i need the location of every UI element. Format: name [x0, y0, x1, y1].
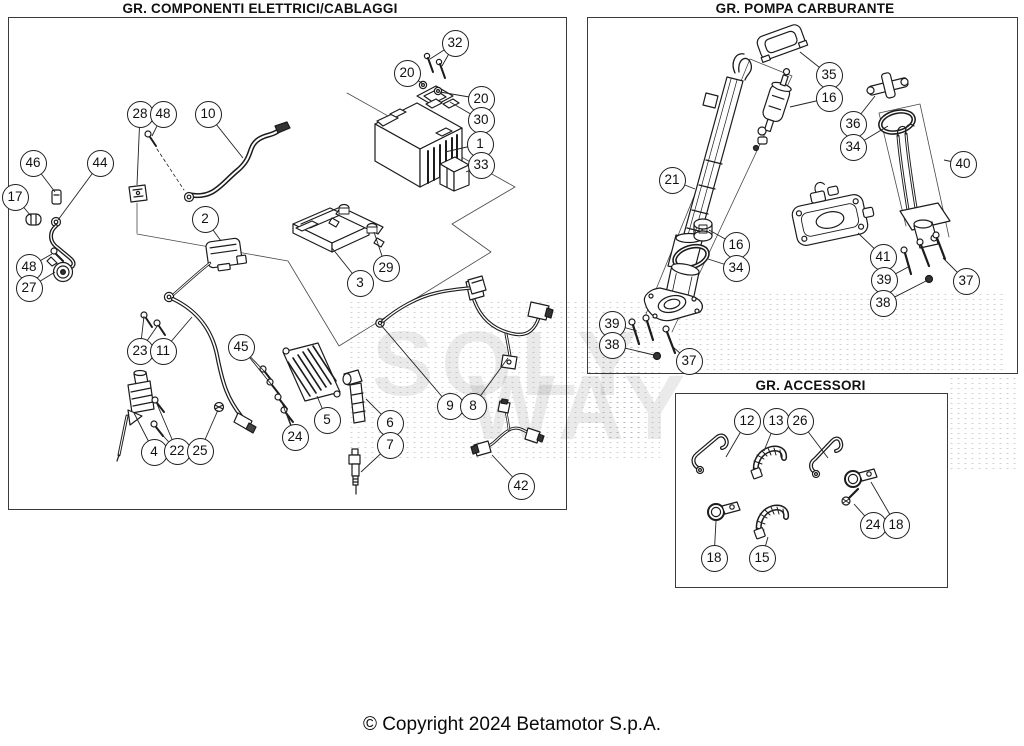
- callout-pompa-21: 21: [658, 166, 686, 194]
- callout-elettrici-3: 3: [346, 269, 374, 297]
- callout-elettrici-45: 45: [227, 333, 255, 361]
- callout-elettrici-20: 20: [393, 59, 421, 87]
- callout-elettrici-28: 28: [126, 100, 154, 128]
- negative-cable-11: [163, 291, 257, 434]
- bracket-12: [691, 433, 729, 475]
- callout-pompa-41: 41: [869, 243, 897, 271]
- halftone-patch: [948, 376, 1016, 472]
- callout-pompa-37: 37: [675, 347, 703, 375]
- spring-15: [753, 504, 790, 540]
- screws-22: [150, 396, 165, 437]
- screws-bottomleft-group: [628, 314, 677, 361]
- clamp-18-right: [844, 468, 878, 488]
- callout-elettrici-5: 5: [313, 406, 341, 434]
- callout-pompa-38: 38: [869, 289, 897, 317]
- bracket-29: [328, 203, 385, 248]
- sensor-cable-9: [375, 275, 487, 328]
- panel-elettrici-title: GR. COMPONENTI ELETTRICI/CABLAGGI: [122, 1, 398, 16]
- filter-clamp: [752, 126, 768, 152]
- oring-34-upper: [878, 109, 916, 135]
- callout-pompa-39: 39: [598, 310, 626, 338]
- callout-elettrici-48: 48: [149, 100, 177, 128]
- callout-accessori-26: 26: [786, 407, 814, 435]
- callout-elettrici-8: 8: [459, 392, 487, 420]
- pump-cover-35: [756, 24, 809, 64]
- pump-flange: [643, 287, 703, 322]
- callout-pompa-16: 16: [722, 231, 750, 259]
- callout-elettrici-25: 25: [186, 437, 214, 465]
- screw-24-accessori: [841, 487, 860, 506]
- relay-33: [439, 156, 470, 192]
- callout-pompa-38: 38: [598, 331, 626, 359]
- panel-accessori-title: GR. ACCESSORI: [755, 378, 866, 393]
- callout-elettrici-23: 23: [126, 337, 154, 365]
- spring-13: [750, 445, 788, 480]
- halftone-patch: [676, 292, 1006, 370]
- callout-pompa-39: 39: [870, 266, 898, 294]
- callout-elettrici-30: 30: [467, 106, 495, 134]
- callout-elettrici-46: 46: [19, 149, 47, 177]
- screws-32: [423, 52, 446, 79]
- callout-accessori-18: 18: [700, 544, 728, 572]
- callout-elettrici-42: 42: [507, 472, 535, 500]
- callout-elettrici-7: 7: [376, 431, 404, 459]
- callout-elettrici-22: 22: [163, 437, 191, 465]
- panel-pompa-box: [587, 17, 1018, 374]
- coil-stick-6: [342, 369, 366, 424]
- callout-elettrici-33: 33: [467, 151, 495, 179]
- callout-elettrici-4: 4: [140, 438, 168, 466]
- callout-elettrici-10: 10: [194, 100, 222, 128]
- callout-pompa-34: 34: [839, 133, 867, 161]
- callout-elettrici-27: 27: [15, 274, 43, 302]
- grommet-16: [693, 218, 713, 242]
- horn-assembly: [25, 189, 76, 283]
- callout-accessori-24: 24: [859, 511, 887, 539]
- callout-accessori-13: 13: [762, 407, 790, 435]
- callout-elettrici-17: 17: [1, 183, 29, 211]
- cable-42: [470, 398, 545, 457]
- panel-pompa-title: GR. POMPA CARBURANTE: [715, 1, 895, 16]
- screws-45: [259, 365, 280, 395]
- spark-plug-7: [348, 448, 361, 495]
- panel-accessori-box: [675, 393, 948, 588]
- callout-pompa-16: 16: [815, 84, 843, 112]
- callout-pompa-34: 34: [722, 254, 750, 282]
- callout-elettrici-29: 29: [372, 254, 400, 282]
- regulator-5: [282, 342, 341, 402]
- screw-48-top: [144, 130, 185, 191]
- bracket-26: [809, 436, 844, 479]
- fuel-filter-16: [762, 68, 792, 133]
- zone-lines-left: [136, 92, 516, 347]
- callout-elettrici-32: 32: [441, 29, 469, 57]
- clamp-18-left: [707, 501, 741, 521]
- copyright-text: © Copyright 2024 Betamotor S.p.A.: [362, 714, 662, 735]
- starter-cable-10: [183, 121, 291, 203]
- screws-23: [140, 311, 166, 336]
- callout-accessori-15: 15: [748, 544, 776, 572]
- ignition-coil-4: [116, 369, 155, 462]
- callout-elettrici-11: 11: [149, 337, 177, 365]
- callout-accessori-12: 12: [733, 407, 761, 435]
- relay-2: [205, 237, 248, 272]
- panel-elettrici-box: [8, 17, 567, 510]
- pump-plate-41: [791, 181, 875, 246]
- battery: [374, 102, 463, 188]
- callout-accessori-18: 18: [882, 511, 910, 539]
- callout-elettrici-24: 24: [281, 423, 309, 451]
- clip-28: [128, 184, 148, 203]
- callout-pompa-37: 37: [952, 267, 980, 295]
- callout-elettrici-44: 44: [86, 149, 114, 177]
- callout-elettrici-2: 2: [191, 205, 219, 233]
- fitting-36: [866, 72, 909, 99]
- callout-pompa-40: 40: [949, 150, 977, 178]
